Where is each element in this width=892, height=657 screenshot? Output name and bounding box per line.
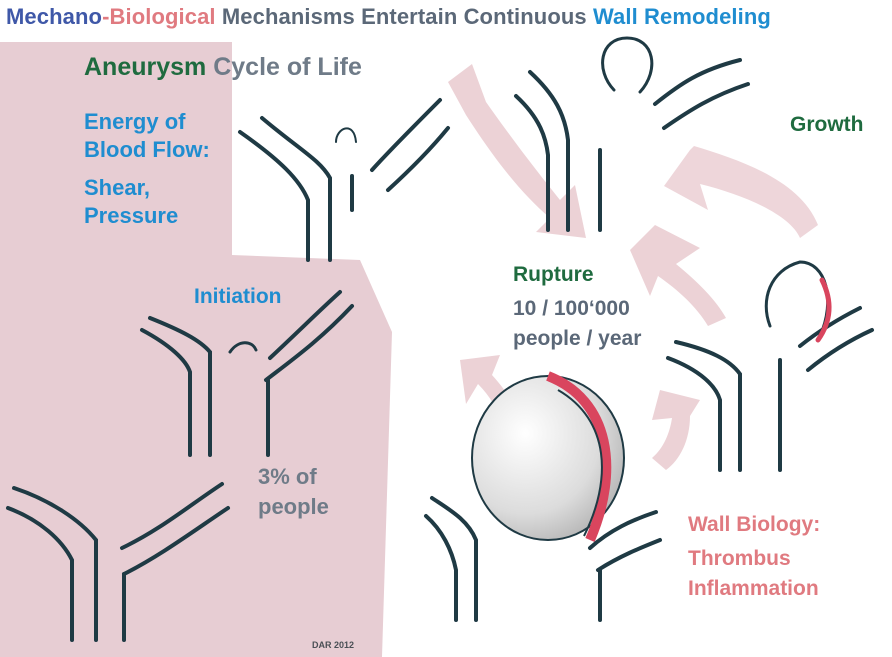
rupture-rate: 10 / 100‘000 people / year bbox=[513, 294, 641, 354]
arrow-cycle-upper bbox=[448, 64, 586, 238]
prevalence-line-1: 3% of bbox=[258, 462, 329, 492]
vessel-rupture bbox=[426, 376, 660, 620]
arrow-cycle-right bbox=[664, 146, 818, 238]
wall-biology-heading: Wall Biology: bbox=[688, 510, 820, 540]
diagram-title: Mechano-Biological Mechanisms Entertain … bbox=[6, 4, 771, 30]
prevalence-label: 3% of people bbox=[258, 462, 329, 522]
title-separator: - bbox=[102, 4, 109, 29]
rupture-rate-line-2: people / year bbox=[513, 324, 641, 354]
title-part-middle: Mechanisms Entertain Continuous bbox=[222, 4, 587, 29]
energy-forces: Shear, Pressure bbox=[84, 174, 178, 230]
energy-line-1: Energy of bbox=[84, 108, 210, 136]
vessel-top-center bbox=[240, 100, 448, 260]
energy-line-3: Shear, bbox=[84, 174, 178, 202]
cycle-heading: Aneurysm Cycle of Life bbox=[84, 52, 362, 82]
arrow-cycle-left bbox=[652, 390, 700, 470]
cycle-heading-aneurysm: Aneurysm bbox=[84, 53, 206, 81]
arrow-cycle-growth bbox=[630, 225, 726, 326]
title-part-mechano: Mechano bbox=[6, 4, 102, 29]
prevalence-line-2: people bbox=[258, 492, 329, 522]
credit-label: DAR 2012 bbox=[312, 640, 354, 651]
cycle-heading-cycle: Cycle of Life bbox=[213, 53, 362, 81]
energy-line-4: Pressure bbox=[84, 202, 178, 230]
stage-rupture-label: Rupture bbox=[513, 262, 594, 287]
wall-biology-block: Wall Biology: Thrombus Inflammation bbox=[688, 510, 820, 604]
title-part-biological: Biological bbox=[110, 4, 216, 29]
stage-initiation-label: Initiation bbox=[194, 284, 282, 309]
energy-line-2: Blood Flow: bbox=[84, 136, 210, 164]
wall-biology-line-1: Thrombus bbox=[688, 544, 820, 574]
rupture-rate-line-1: 10 / 100‘000 bbox=[513, 294, 641, 324]
stage-growth-label: Growth bbox=[790, 112, 864, 137]
energy-block: Energy of Blood Flow: bbox=[84, 108, 210, 164]
wall-biology-line-2: Inflammation bbox=[688, 574, 820, 604]
title-part-wall-remodeling: Wall Remodeling bbox=[593, 4, 771, 29]
